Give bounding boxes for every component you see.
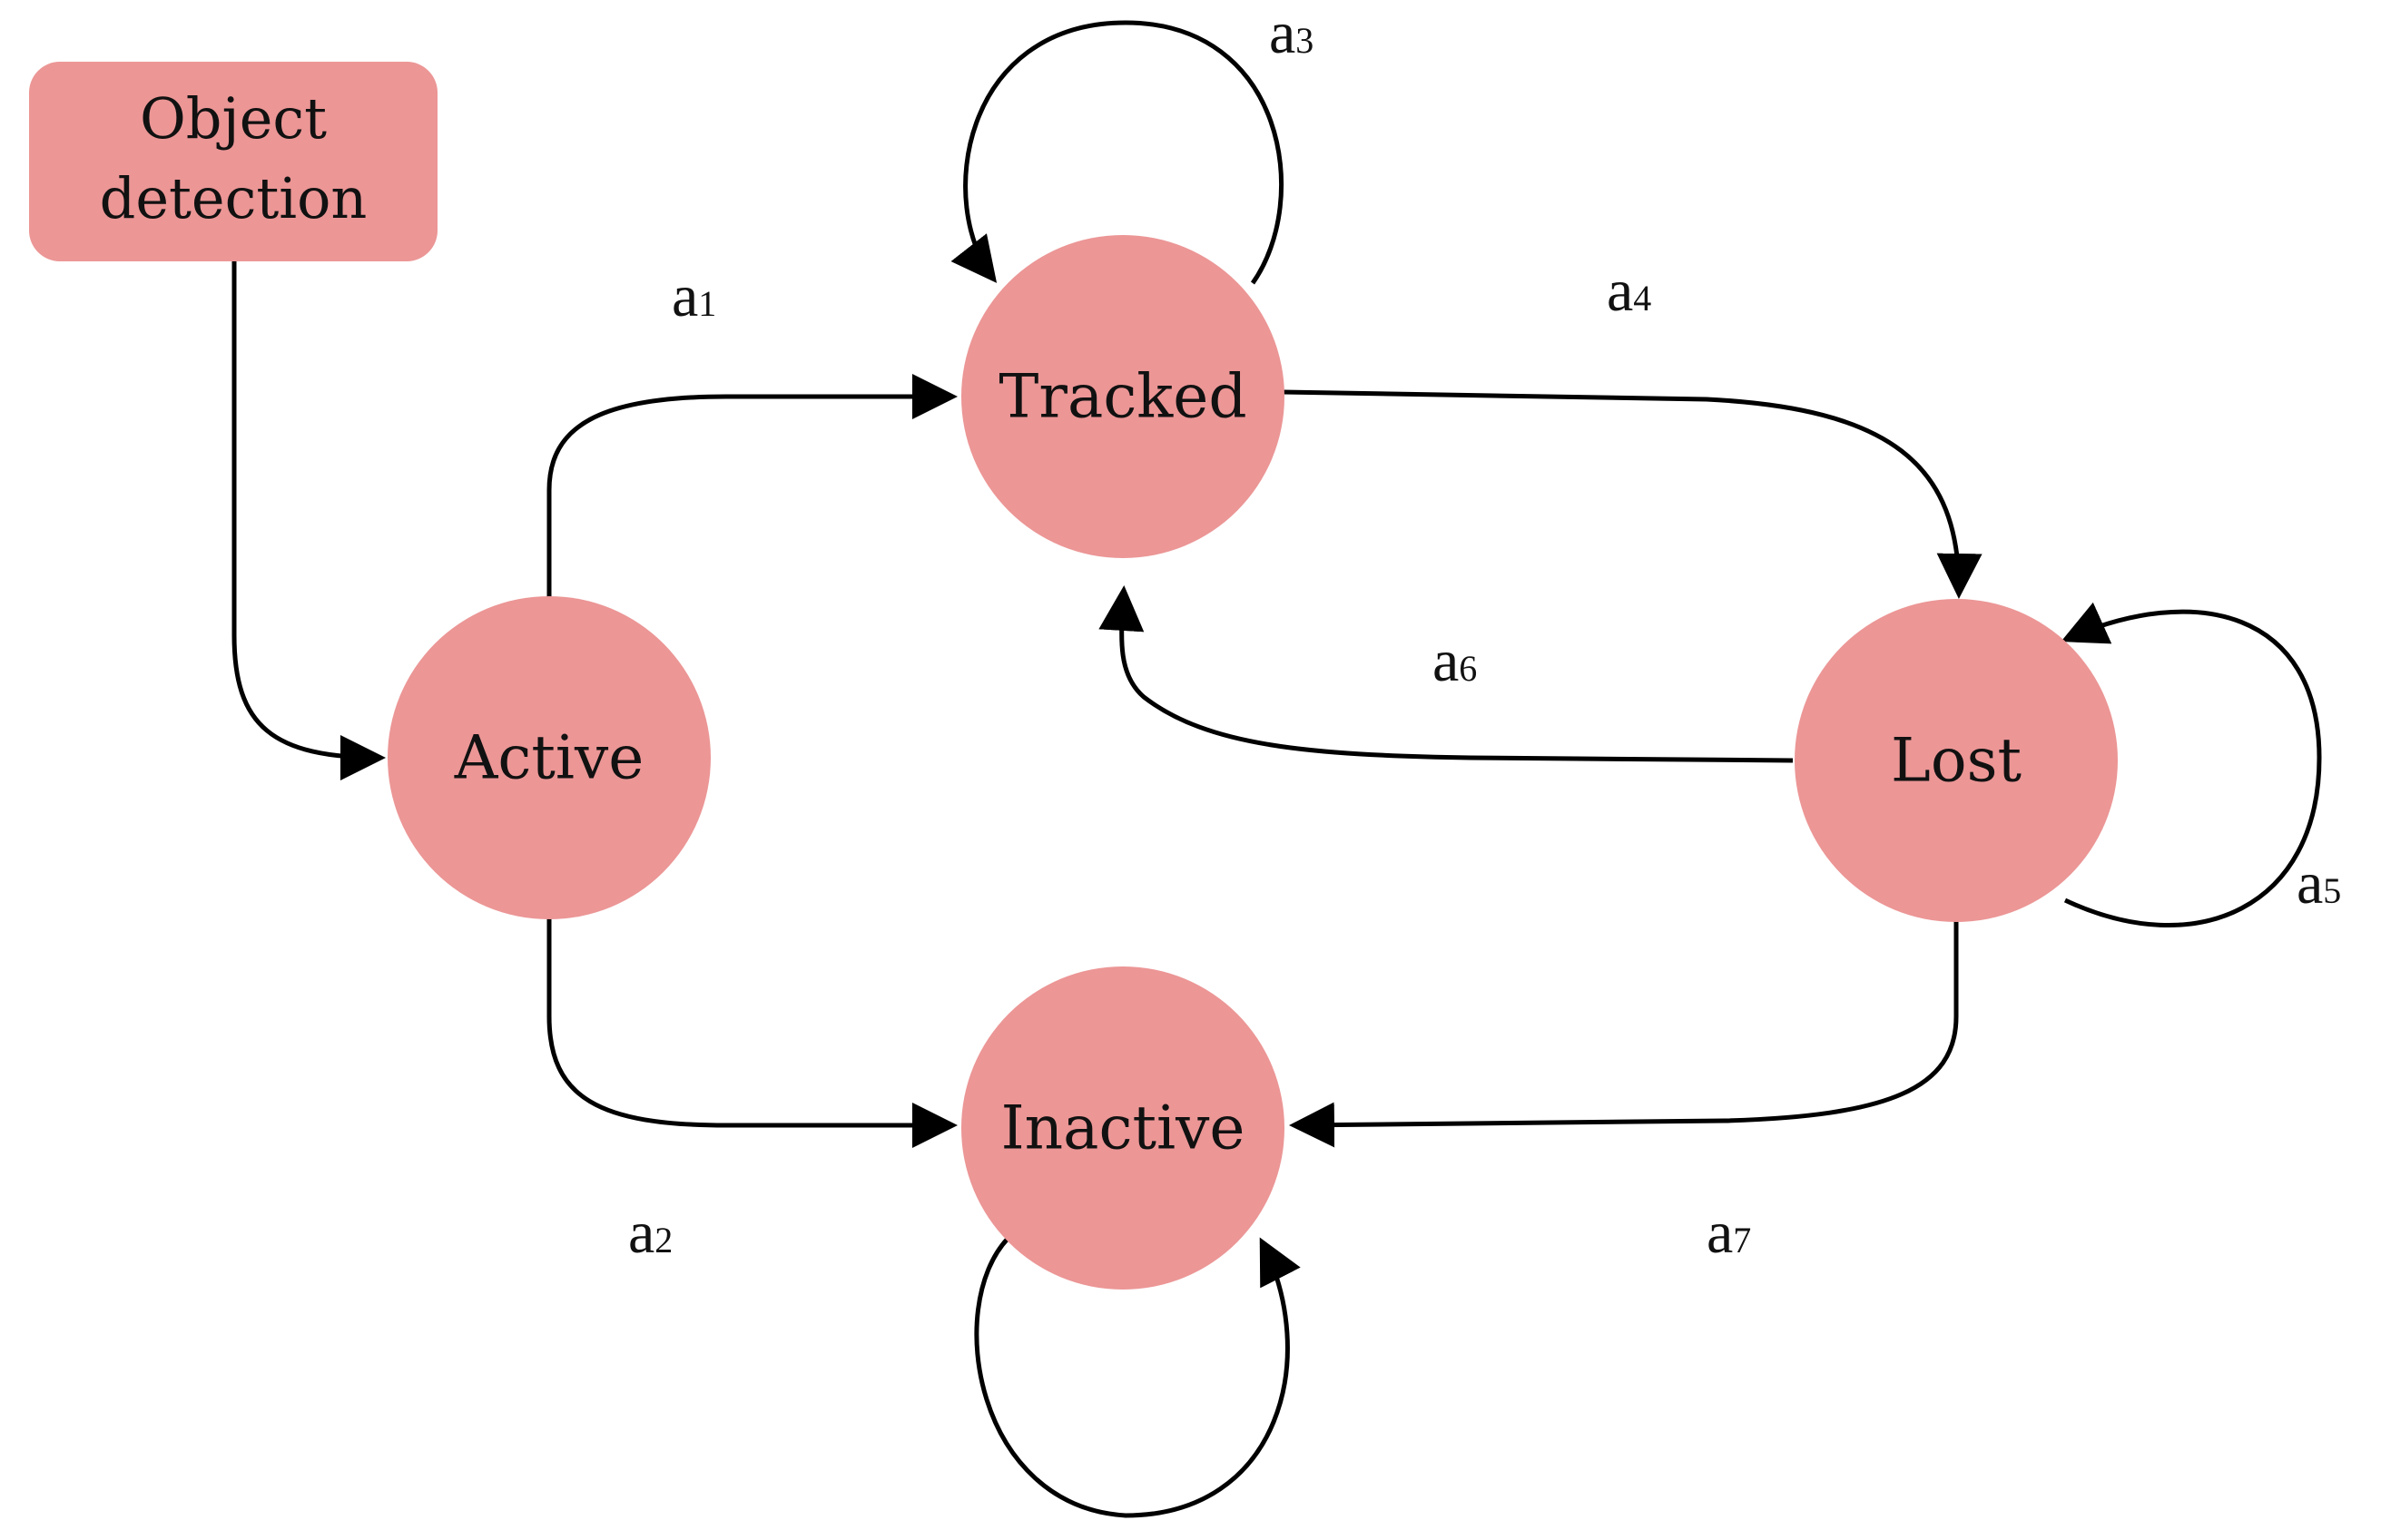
- edge-a7-lost-to-inactive: [1289, 921, 1959, 1148]
- state-lost-circle: [1795, 599, 2118, 922]
- state-inactive-circle: [961, 966, 1284, 1290]
- edge-a5-lost-self: [2061, 602, 2322, 928]
- state-lost: Lost: [1795, 599, 2118, 922]
- label-a2: a2: [628, 1200, 673, 1266]
- state-active-label: Active: [454, 723, 644, 793]
- edge-a4-tracked-to-lost: [1282, 389, 1983, 599]
- label-a1: a1: [672, 263, 716, 329]
- state-tracked: Tracked: [961, 235, 1284, 558]
- state-tracked-circle: [961, 235, 1284, 558]
- state-inactive-label: Inactive: [1001, 1094, 1245, 1163]
- state-active-circle: [388, 596, 711, 919]
- label-a7: a7: [1707, 1200, 1751, 1266]
- edge-detection-to-active: [231, 261, 386, 780]
- edge-a6-lost-to-tracked: [1098, 585, 1794, 763]
- label-a6: a6: [1432, 628, 1477, 694]
- label-a4: a4: [1607, 258, 1651, 324]
- edge-a1-active-to-tracked: [546, 374, 958, 599]
- object-detection-line1: Object: [140, 85, 327, 152]
- label-a3: a3: [1269, 0, 1313, 66]
- object-detection-box-shape: [29, 62, 438, 261]
- state-tracked-label: Tracked: [999, 362, 1246, 432]
- label-a5: a5: [2297, 850, 2341, 917]
- edge-a2-active-to-inactive: [546, 917, 958, 1148]
- object-detection-line2: detection: [100, 165, 368, 231]
- state-active: Active: [388, 596, 711, 919]
- edge-a3-tracked-self: [950, 20, 1284, 285]
- edge-inactive-self: [974, 1237, 1301, 1518]
- state-lost-label: Lost: [1891, 726, 2022, 796]
- state-inactive: Inactive: [961, 966, 1284, 1290]
- object-detection-box: Object detection: [29, 62, 438, 261]
